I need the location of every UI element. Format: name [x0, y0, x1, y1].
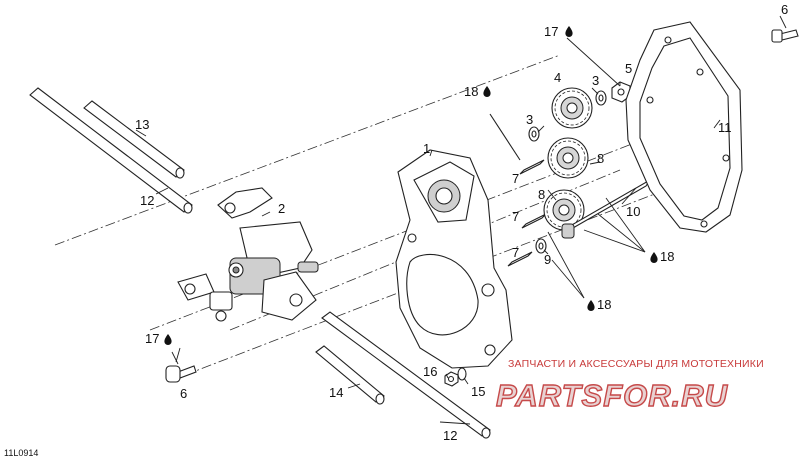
callout-3-a: 3: [526, 112, 533, 127]
callout-1: 1: [423, 141, 430, 156]
leader-lines: [135, 15, 787, 425]
diagram-code: 11L0914: [4, 448, 38, 458]
callout-12-b: 12: [443, 428, 457, 443]
washer-15: [457, 367, 467, 381]
screw-6-top: [771, 29, 799, 43]
callout-14: 14: [329, 385, 343, 400]
washer-9: [535, 238, 547, 254]
watermark-tagline: ЗАПЧАСТИ И АКСЕССУАРЫ ДЛЯ МОТОТЕХНИКИ: [508, 358, 764, 370]
callout-3-b: 3: [592, 73, 599, 88]
callout-11: 11: [718, 120, 732, 135]
washer-3-lower: [528, 126, 540, 142]
tube-12-upper: [83, 100, 185, 179]
shaft-10: [561, 179, 651, 239]
assembly-axes: [54, 54, 721, 376]
callout-4: 4: [554, 70, 561, 85]
gasket-11: [625, 21, 743, 233]
callouts: 1 2 3 3 4 5 6 6 7 7 7 8 8 9 10 11 12 12 …: [4, 2, 788, 458]
callout-17-a: 17: [544, 24, 558, 39]
nut-16: [444, 371, 459, 387]
callout-7-b: 7: [512, 209, 519, 224]
watermark: ЗАПЧАСТИ И АКСЕССУАРЫ ДЛЯ МОТОТЕХНИКИ PA…: [495, 358, 764, 414]
callout-6-b: 6: [180, 386, 187, 401]
callout-5: 5: [625, 61, 632, 76]
callout-13: 13: [135, 117, 149, 132]
tube-13: [29, 87, 193, 214]
callout-6-a: 6: [781, 2, 788, 17]
washer-3-upper: [595, 90, 607, 106]
callout-16: 16: [423, 364, 437, 379]
tube-12-lower: [321, 311, 491, 439]
gear-4: [551, 87, 593, 129]
callout-15: 15: [471, 384, 485, 399]
callout-8-b: 8: [538, 187, 545, 202]
screw-6-bottom: [165, 365, 197, 383]
callout-18-b: 18: [660, 249, 674, 264]
pin-18-top: [489, 113, 521, 161]
callout-7-a: 7: [512, 171, 519, 186]
callout-18-c: 18: [597, 297, 611, 312]
callout-12-a: 12: [140, 193, 154, 208]
callout-17-b: 17: [145, 331, 159, 346]
callout-9: 9: [544, 252, 551, 267]
callout-10: 10: [626, 204, 640, 219]
housing-1: [395, 149, 513, 369]
watermark-brand: PARTSFOR.RU: [496, 378, 729, 413]
gear-8-upper: [547, 137, 589, 179]
pins-7: [507, 159, 547, 267]
callout-8-a: 8: [597, 151, 604, 166]
callout-7-c: 7: [512, 245, 519, 260]
callout-2: 2: [278, 201, 285, 216]
callout-18-a: 18: [464, 84, 478, 99]
oil-pump-2: [177, 187, 319, 322]
